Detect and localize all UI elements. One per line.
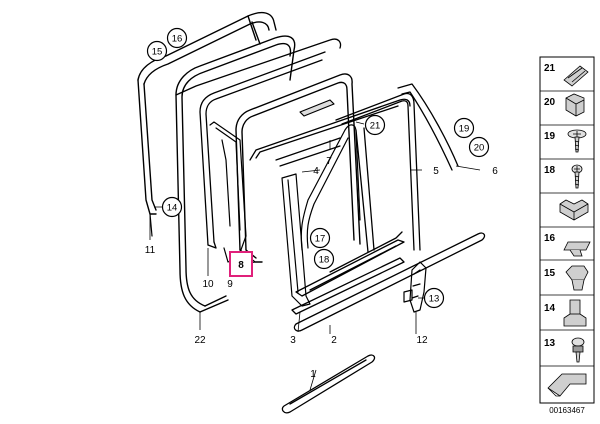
panel-item-16[interactable]: 16 [544, 233, 591, 257]
weatherstrip-17-18 [295, 231, 405, 297]
lower-seal-2 [293, 232, 486, 332]
label-12[interactable]: 12 [416, 335, 428, 346]
label-10[interactable]: 10 [202, 279, 214, 290]
label-7[interactable]: 7 [326, 156, 332, 167]
clip-icon [559, 199, 589, 221]
panel-item-18[interactable]: 18 [544, 164, 583, 189]
svg-text:20: 20 [544, 97, 556, 108]
callout-8-highlighted[interactable]: 8 [229, 251, 253, 277]
svg-text:18: 18 [544, 165, 556, 176]
highlight-box [229, 251, 253, 277]
upper-channel-21 [249, 98, 411, 161]
label-9[interactable]: 9 [227, 279, 233, 290]
label-3[interactable]: 3 [290, 335, 296, 346]
panel-item-clip[interactable] [559, 199, 589, 221]
label-2[interactable]: 2 [331, 335, 337, 346]
bracket-20-icon [565, 93, 585, 117]
label-4[interactable]: 4 [313, 166, 319, 177]
window-frame-8 [235, 73, 361, 263]
label-5[interactable]: 5 [433, 166, 439, 177]
svg-text:13: 13 [544, 338, 556, 349]
retainer-16-icon [563, 241, 591, 257]
svg-text:15: 15 [152, 47, 163, 58]
callout-13[interactable]: 13 [423, 287, 445, 309]
svg-text:16: 16 [172, 34, 183, 45]
svg-text:20: 20 [474, 143, 485, 154]
svg-text:17: 17 [315, 234, 326, 245]
panel-item-19[interactable]: 19 [544, 129, 587, 153]
svg-text:14: 14 [167, 203, 178, 214]
clip-15-icon [565, 265, 589, 291]
clip-21-icon [563, 65, 589, 87]
label-11[interactable]: 11 [145, 245, 156, 256]
guide-rail-4 [281, 173, 311, 307]
callouts: 15 16 14 21 19 20 17 18 [146, 27, 490, 309]
svg-text:21: 21 [544, 63, 556, 74]
screw-19-icon [567, 129, 587, 153]
screw-13-icon [571, 337, 585, 363]
callout-16[interactable]: 16 [166, 27, 188, 49]
panel-item-15[interactable]: 15 [544, 265, 589, 291]
svg-text:19: 19 [459, 124, 470, 135]
svg-text:13: 13 [429, 294, 440, 305]
svg-text:18: 18 [319, 255, 330, 266]
svg-text:14: 14 [544, 303, 556, 314]
regulator-bracket-12 [403, 261, 427, 313]
svg-text:16: 16 [544, 233, 556, 244]
diagram-id: 00163467 [549, 406, 585, 415]
panel-item-21[interactable]: 21 [544, 63, 589, 87]
label-6[interactable]: 6 [492, 166, 498, 177]
label-22[interactable]: 22 [194, 335, 206, 346]
parts-panel: 21 20 19 18 [539, 56, 595, 404]
part-numbers: 1 2 3 4 5 6 7 9 10 11 12 22 [145, 156, 498, 380]
parts-panel-border [539, 56, 595, 404]
panel-item-13[interactable]: 13 [544, 337, 585, 363]
panel-item-20[interactable]: 20 [544, 93, 585, 117]
callout-14[interactable]: 14 [161, 196, 183, 218]
sill-strip-3 [291, 257, 405, 315]
outer-door-seal-22 [175, 35, 296, 313]
svg-text:15: 15 [544, 268, 556, 279]
callout-19[interactable]: 19 [453, 117, 475, 139]
arrow-icon [547, 373, 587, 397]
svg-text:21: 21 [370, 121, 381, 132]
inner-seal-10 [175, 38, 342, 249]
lower-moulding-1 [281, 354, 376, 414]
clip-14-icon [563, 299, 587, 327]
callout-18[interactable]: 18 [313, 248, 335, 270]
panel-item-14[interactable]: 14 [544, 299, 587, 327]
callout-20[interactable]: 20 [468, 136, 490, 158]
door-frame-drawing [137, 11, 486, 414]
label-1[interactable]: 1 [310, 369, 316, 380]
callout-15[interactable]: 15 [146, 40, 168, 62]
svg-text:19: 19 [544, 131, 556, 142]
svg-text:8: 8 [238, 260, 244, 271]
callout-21[interactable]: 21 [364, 114, 386, 136]
screw-18-icon [571, 164, 583, 189]
rear-channel-5 [335, 92, 421, 253]
callout-17[interactable]: 17 [309, 227, 331, 249]
b-pillar-channel-9 [209, 121, 247, 263]
belt-trim-6 [397, 83, 459, 171]
